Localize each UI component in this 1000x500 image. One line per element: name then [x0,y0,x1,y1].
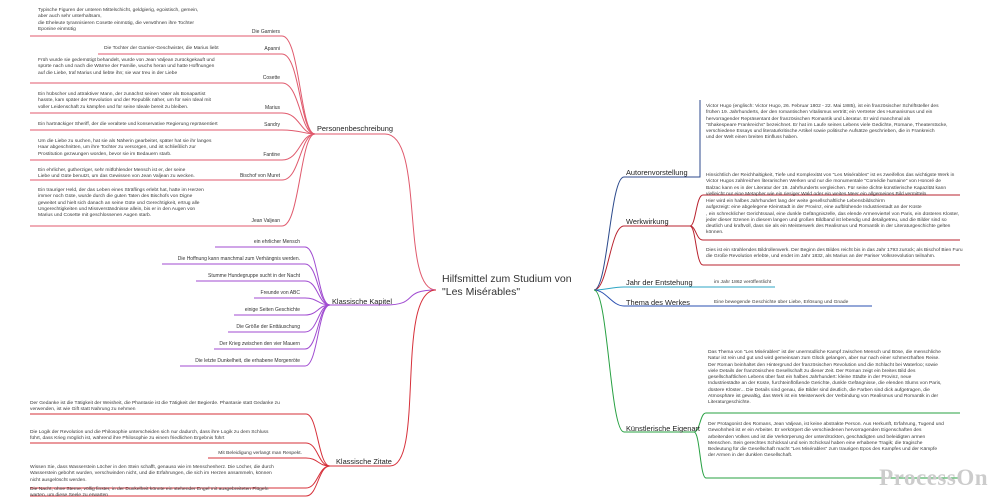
branch-autorenvorstellung[interactable]: Autorenvorstellung [626,168,688,177]
chapter-item[interactable]: Stumme Hundegruppe sucht in der Nacht [208,273,300,279]
chapter-item[interactable]: Freunde von ABC [260,290,300,296]
branch-klassische-zitate[interactable]: Klassische Zitate [336,457,392,466]
artistic-item: Das Thema von "Les Misérables" ist der u… [708,350,942,406]
impact-item: Dies ist ein strahlendes Bildrollenwerk.… [706,248,963,260]
publication-year: im Jahr 1862 veröffentlicht [714,280,772,285]
character-description: Die Tochter der Garnier-Geschwister, die… [104,46,219,51]
character-description: Ein hübscher und attraktiver Mann, der z… [38,92,211,110]
chapter-item[interactable]: Die letzte Dunkelheit, die erhabene Morg… [195,358,300,364]
central-topic-title: Hilfsmittel zum Studium von [442,273,572,285]
branch-thema-des-werkes[interactable]: Thema des Werkes [626,298,690,307]
quote-item: Wissen Sie, dass Wasserstein Löcher in d… [30,465,274,483]
character-description: Typische Figuren der unteren Mittelschic… [38,8,199,32]
quote-item: Mit Beleidigung verlangt man Respekt. [218,451,302,456]
branch-kuenstlerische-eigenart[interactable]: Künstlerische Eigenart [626,424,700,433]
chapter-item[interactable]: Die Hoffnung kann manchmal zum Verhängni… [177,256,300,262]
character-name[interactable]: Sandry [264,122,280,128]
branch-personenbeschreibung[interactable]: Personenbeschreibung [317,124,394,133]
character-name[interactable]: Cosette [262,75,280,81]
branch-klassische-kapitel[interactable]: Klassische Kapitel [332,297,392,306]
impact-item: Hier wird ein halbes Jahrhundert lang de… [706,199,960,236]
character-name[interactable]: Die Garniers [251,29,280,35]
character-name[interactable]: Fantine [263,152,280,158]
processon-watermark: ProcessOn [879,465,988,490]
character-name[interactable]: Marius [264,105,280,111]
author-description: Victor Hugo (englisch: Victor Hugo, 26. … [706,104,948,141]
chapter-item[interactable]: Der Krieg zwischen den vier Mauern [219,341,300,347]
quote-item: Die Nacht, ohne Sterne, völlig finster, … [30,487,269,499]
central-topic-subtitle: "Les Misérables" [442,285,521,298]
branch-jahr-der-entstehung[interactable]: Jahr der Entstehung [626,278,693,287]
character-description: Um die Liebe zu suchen, hat sie als Nähe… [38,139,212,157]
character-name[interactable]: Bischof von Muret [239,173,280,179]
character-description: Früh wurde sie gedemütigt behandelt, wur… [38,58,215,76]
character-name[interactable]: Apanni [264,46,280,52]
character-name[interactable]: Jean Valjean [251,218,280,224]
impact-item: Hinsichtlich der Reichhaltigkeit, Tiefe … [706,173,955,197]
central-topic[interactable]: Hilfsmittel zum Studium von "Les Misérab… [442,273,592,305]
chapter-item[interactable]: ein ehrlicher Mensch [253,239,300,245]
character-description: Ein ehrlicher, gutherziger, sehr mitfühl… [38,168,195,180]
quote-item: Der Gedanke ist die Tätigkeit der Weishe… [30,401,280,413]
chapter-item[interactable]: Die Größe der Enttäuschung [236,324,300,330]
character-description: Ein trauriger Held, der das Leben eines … [38,188,204,219]
quote-item: Die Logik der Revolution und die Philoso… [30,430,269,442]
chapter-item[interactable]: einige Seiten Geschichte [244,307,300,313]
artistic-item: Der Protagonist des Romans, Jean Valjean… [708,422,944,459]
branch-werkwirkung[interactable]: Werkwirkung [626,217,669,226]
work-theme: Eine bewegende Geschichte über Liebe, Er… [714,300,849,305]
character-description: Ein hartnäckiger Sheriff, der die veralt… [38,122,218,127]
